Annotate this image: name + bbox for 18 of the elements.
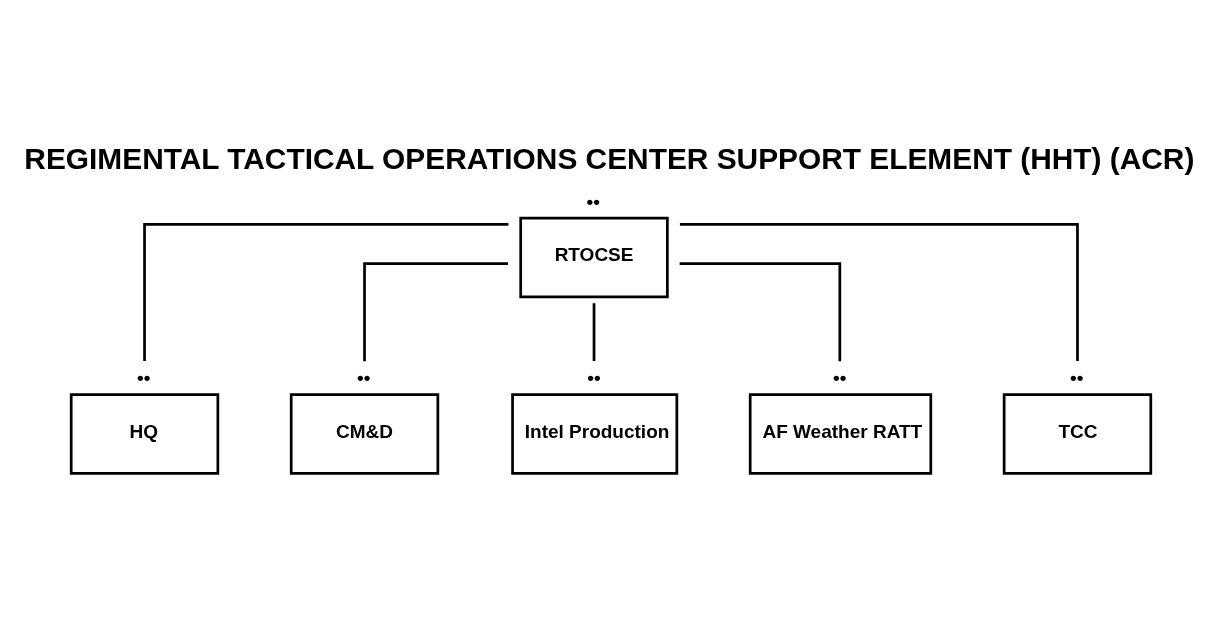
diagram-title: REGIMENTAL TACTICAL OPERATIONS CENTER SUPPORT ELEMENT (HHT) (ACR) [24,142,1195,176]
node-box: HQ [69,393,220,475]
node-label: •• [137,367,151,389]
node-box: TCC [1002,393,1153,475]
node-box: CM&D [289,393,440,475]
node-label: •• [357,367,371,389]
connector [679,262,842,362]
node-label: •• [1070,367,1084,389]
node-box: Intel Production [511,393,679,475]
node-box: AF Weather RATT [748,393,933,475]
connector [679,222,1079,362]
connector [363,262,508,362]
node-label: •• [586,190,600,212]
node-label: •• [587,367,601,389]
node-label: •• [833,367,847,389]
connector [143,222,509,362]
connector [592,303,596,362]
node-box: RTOCSE [519,216,669,299]
